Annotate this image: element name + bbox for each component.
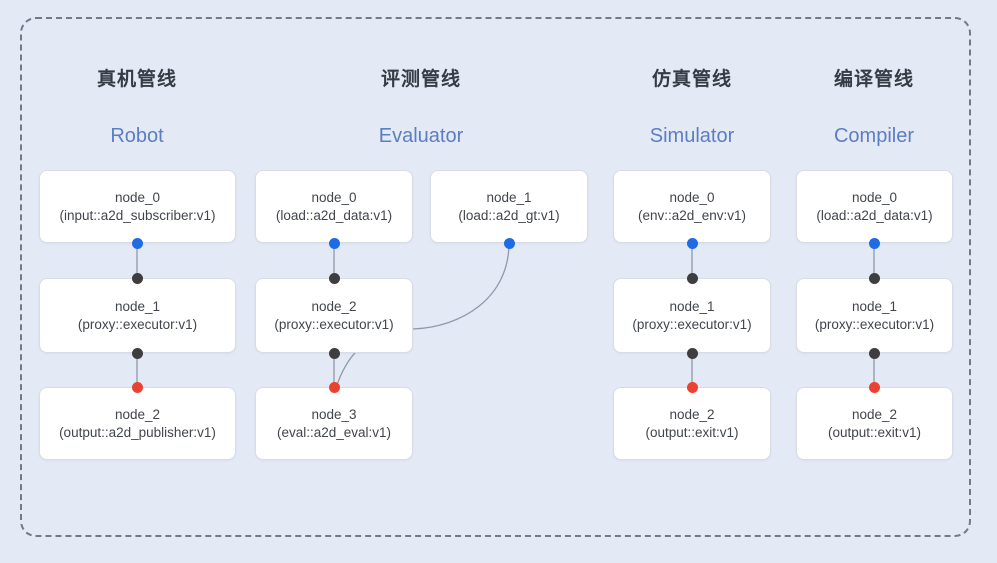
- node-name: node_2: [669, 406, 715, 422]
- node-type: (env::a2d_env:v1): [637, 208, 747, 223]
- pipeline-subtitle-evaluator: Evaluator: [378, 125, 464, 147]
- node-box-robot-node1: node_1 (proxy::executor:v1): [39, 278, 236, 353]
- node-name: node_0: [669, 189, 715, 205]
- node-name: node_1: [851, 298, 898, 314]
- input-port-black-dot: [131, 272, 143, 284]
- node-name: node_0: [114, 189, 161, 205]
- input-port-red-dot: [869, 381, 880, 393]
- node-type: (output::exit:v1): [645, 425, 739, 440]
- node-name: node_1: [114, 298, 161, 314]
- node-name: node_2: [851, 406, 898, 422]
- node-type: (proxy::executor:v1): [814, 317, 935, 332]
- node-type: (load::a2d_data:v1): [816, 208, 933, 223]
- node-box-compiler-node1: node_1 (proxy::executor:v1): [796, 278, 953, 353]
- input-port-black-dot: [328, 272, 340, 284]
- pipeline-title-zh-compiler: 编译管线: [833, 69, 914, 90]
- output-port-blue-dot: [686, 237, 698, 249]
- node-box-simulator-node2: node_2 (output::exit:v1): [613, 387, 771, 460]
- node-box-evaluator-node3: node_3 (eval::a2d_eval:v1): [255, 387, 413, 460]
- output-port-black-dot: [869, 347, 880, 359]
- node-box-robot-node2: node_2 (output::a2d_publisher:v1): [39, 387, 236, 460]
- node-type: (input::a2d_subscriber:v1): [59, 208, 216, 223]
- node-type: (load::a2d_gt:v1): [458, 208, 560, 223]
- node-name: node_1: [486, 189, 532, 205]
- pipeline-title-zh-evaluator: 评测管线: [380, 69, 461, 90]
- input-port-red-dot: [686, 381, 698, 393]
- input-port-red-dot: [131, 381, 143, 393]
- output-port-black-dot: [328, 347, 340, 359]
- node-box-evaluator-node0: node_0 (load::a2d_data:v1): [255, 170, 413, 243]
- output-port-blue-dot: [503, 237, 515, 249]
- pipeline-subtitle-compiler: Compiler: [833, 125, 915, 147]
- pipeline-subtitle-robot: Robot: [110, 125, 164, 147]
- node-box-evaluator-node1: node_1 (load::a2d_gt:v1): [430, 170, 588, 243]
- input-port-red-dot: [328, 381, 340, 393]
- node-box-robot-node0: node_0 (input::a2d_subscriber:v1): [39, 170, 236, 243]
- node-box-simulator-node0: node_0 (env::a2d_env:v1): [613, 170, 771, 243]
- input-port-black-dot: [686, 272, 698, 284]
- pipeline-subtitle-simulator: Simulator: [649, 125, 735, 147]
- node-type: (proxy::executor:v1): [274, 317, 394, 332]
- node-type: (load::a2d_data:v1): [275, 208, 393, 223]
- node-name: node_2: [311, 298, 357, 314]
- node-name: node_1: [669, 298, 715, 314]
- output-port-blue-dot: [869, 237, 880, 249]
- node-box-compiler-node0: node_0 (load::a2d_data:v1): [796, 170, 953, 243]
- dashed-frame: [20, 17, 971, 537]
- node-box-simulator-node1: node_1 (proxy::executor:v1): [613, 278, 771, 353]
- pipeline-title-zh-simulator: 仿真管线: [651, 69, 732, 90]
- output-port-black-dot: [686, 347, 698, 359]
- output-port-black-dot: [131, 347, 143, 359]
- output-port-blue-dot: [131, 237, 143, 249]
- node-type: (output::exit:v1): [827, 425, 922, 440]
- node-name: node_2: [114, 406, 161, 422]
- node-type: (proxy::executor:v1): [77, 317, 198, 332]
- node-box-evaluator-node2: node_2 (proxy::executor:v1): [255, 278, 413, 353]
- node-type: (output::a2d_publisher:v1): [59, 425, 216, 440]
- output-port-blue-dot: [328, 237, 340, 249]
- node-name: node_0: [851, 189, 898, 205]
- evaluator-gt-to-eval-curve: [336, 242, 510, 386]
- node-box-compiler-node2: node_2 (output::exit:v1): [796, 387, 953, 460]
- node-name: node_3: [311, 406, 357, 422]
- pipeline-title-zh-robot: 真机管线: [96, 69, 177, 90]
- input-port-black-dot: [869, 272, 880, 284]
- node-type: (proxy::executor:v1): [632, 317, 752, 332]
- node-type: (eval::a2d_eval:v1): [276, 425, 392, 440]
- node-name: node_0: [311, 189, 357, 205]
